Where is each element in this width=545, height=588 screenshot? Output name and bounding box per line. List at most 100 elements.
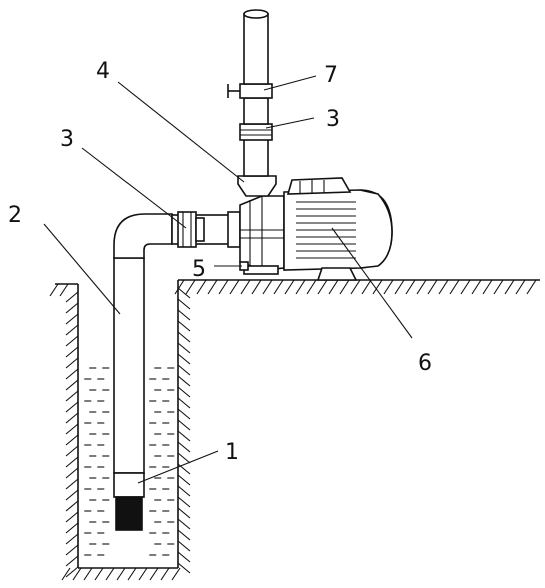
ground-hatch-line (526, 279, 537, 295)
water-surface (84, 367, 175, 556)
delivery-pipe (227, 9, 277, 197)
ground-hatch-line (482, 279, 493, 295)
suction-pipe-vertical (113, 257, 145, 474)
label-gate-valve: 7 (324, 63, 338, 88)
well-hatch-line (177, 331, 191, 343)
ground-hatch-line (185, 279, 196, 295)
well-hatch-line (177, 529, 191, 541)
well-hatch-line (177, 540, 191, 552)
leader-3a (81, 147, 187, 229)
ground-hatch-line (471, 279, 482, 295)
well-hatch-line (177, 441, 191, 453)
delivery-pipe-middle (243, 97, 269, 125)
well-hatch-line (65, 335, 79, 347)
well-hatch-line (177, 551, 191, 563)
well-hatch-line (149, 567, 159, 581)
leader-2 (43, 223, 121, 315)
ground-hatch-line (251, 279, 262, 295)
well-hatch-line (65, 467, 79, 479)
motor-terminal-box (286, 177, 352, 195)
ground-hatch-line (229, 279, 240, 295)
leader-1 (137, 450, 219, 484)
well-hatch-line (65, 555, 79, 567)
well-hatch-line (177, 485, 191, 497)
ground-hatch-line (350, 279, 361, 295)
well-hatch-line (177, 375, 191, 387)
pump-foot (243, 265, 279, 275)
ground-hatch-line (196, 279, 207, 295)
well-hatch-line (177, 309, 191, 321)
foot-valve-strainer (115, 496, 143, 531)
ground-hatch-line (383, 279, 394, 295)
label-union-delivery: 3 (326, 107, 340, 132)
well-hatch-line (177, 463, 191, 475)
well-hatch-line (65, 478, 79, 490)
well-hatch-line (72, 567, 82, 581)
well-hatch-line (177, 562, 191, 574)
ground-hatch-line (306, 279, 317, 295)
well-hatch-line (65, 522, 79, 534)
ground-hatch-line (284, 279, 295, 295)
foot-valve-body (113, 472, 145, 498)
leader-4 (117, 81, 245, 183)
ground-hatch-line (405, 279, 416, 295)
foot-valve (113, 472, 145, 531)
suction-union (177, 211, 197, 248)
inlet-flange (227, 211, 241, 248)
well (49, 280, 191, 581)
ground-hatch-line (460, 279, 471, 295)
well-hatch-line (177, 320, 191, 332)
gate-valve (239, 83, 273, 99)
label-union-suction: 3 (60, 127, 74, 152)
leader-6 (331, 227, 413, 339)
well-hatch-line (65, 324, 79, 336)
well-hatch-line (177, 364, 191, 376)
well-hatch-line (177, 397, 191, 409)
well-hatch-line (65, 500, 79, 512)
ground-hatch-line (218, 279, 229, 295)
ground-hatch-line (438, 279, 449, 295)
label-priming-plug: 5 (192, 257, 206, 282)
delivery-union (239, 123, 273, 141)
well-hatch-line (177, 452, 191, 464)
ground-hatch-line (262, 279, 273, 295)
ground-hatching (174, 279, 537, 295)
well-hatch-line (65, 533, 79, 545)
well-hatch-line (83, 567, 93, 581)
well-hatch-line (160, 567, 170, 581)
delivery-pipe-upper (243, 13, 269, 85)
well-hatch-line (177, 419, 191, 431)
leader-3b (265, 117, 315, 129)
suction-pipe (113, 211, 241, 474)
label-suction-pipe: 2 (8, 203, 22, 228)
well-hatch-line (65, 379, 79, 391)
callout-labels: 1 2 3 3 4 5 6 7 (8, 59, 432, 465)
well-hatch-line (171, 567, 181, 581)
well-hatch-line (65, 434, 79, 446)
leader-7 (263, 75, 317, 91)
delivery-pipe-lower (243, 137, 269, 177)
well-hatch-line (177, 353, 191, 365)
well-hatch-line (127, 567, 137, 581)
ground-hatch-line (427, 279, 438, 295)
well-hatch-line (177, 408, 191, 420)
well-hatch-line (49, 283, 59, 297)
well-hatch-line (65, 445, 79, 457)
suction-elbow (113, 213, 173, 259)
well-hatch-line (65, 346, 79, 358)
ground-hatch-line (240, 279, 251, 295)
well-hatch-line (105, 567, 115, 581)
well-hatching (49, 283, 191, 581)
well-hatch-line (177, 287, 191, 299)
well-hatch-line (177, 518, 191, 530)
leader-lines (43, 75, 413, 484)
ground-hatch-line (295, 279, 306, 295)
well-hatch-line (177, 507, 191, 519)
pump-unit (239, 177, 393, 281)
well-hatch-line (65, 456, 79, 468)
ground-hatch-line (317, 279, 328, 295)
label-foot-valve: 1 (225, 440, 239, 465)
well-hatch-line (65, 489, 79, 501)
well-hatch-line (65, 357, 79, 369)
ground-hatch-line (328, 279, 339, 295)
